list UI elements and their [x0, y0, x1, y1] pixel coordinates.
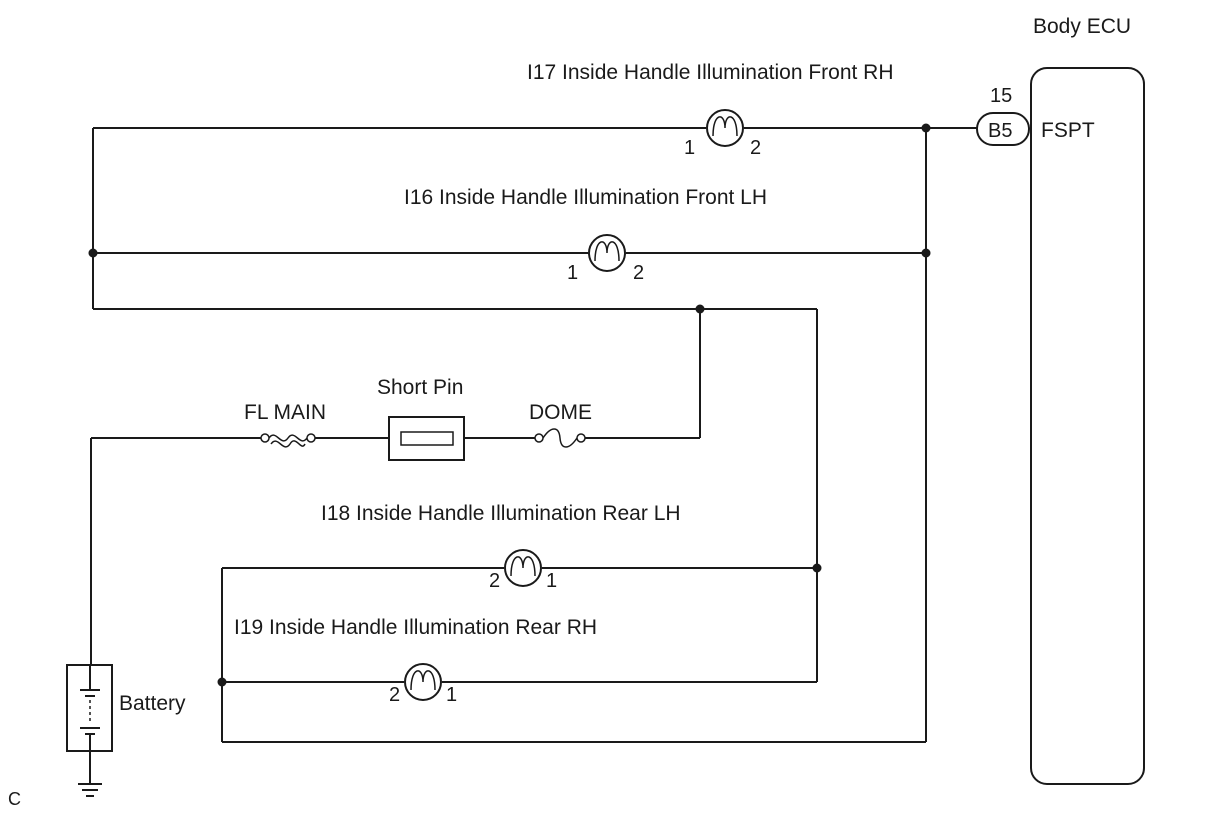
lamp-i17-label: I17 Inside Handle Illumination Front RH: [527, 61, 894, 84]
fuse-icon: [542, 428, 578, 448]
fuse-dome-label: DOME: [529, 401, 592, 424]
lamp-i17: I17 Inside Handle Illumination Front RH …: [527, 61, 894, 159]
ecu-terminal-label: FSPT: [1041, 119, 1095, 142]
lamp-i19-pin-right: 1: [446, 684, 457, 706]
corner-mark: C: [8, 789, 21, 809]
ecu-pin-number: 15: [990, 85, 1012, 107]
lamp-i16-pin-left: 1: [567, 262, 578, 284]
short-pin-label: Short Pin: [377, 376, 463, 399]
lamp-i16-label: I16 Inside Handle Illumination Front LH: [404, 186, 767, 209]
junction-dot: [217, 677, 227, 687]
lamp-i18-pin-left: 2: [489, 570, 500, 592]
fuse-fl-main-label: FL MAIN: [244, 401, 326, 424]
junction-dot: [88, 248, 98, 258]
junction-dot: [921, 123, 931, 133]
lamp-i17-pin-left: 1: [684, 137, 695, 159]
wires: [90, 127, 977, 743]
lamp-i19-label: I19 Inside Handle Illumination Rear RH: [234, 616, 597, 639]
lamp-i16: I16 Inside Handle Illumination Front LH …: [404, 186, 767, 284]
bulb-icon: [404, 663, 442, 701]
lamp-i18: I18 Inside Handle Illumination Rear LH 2…: [321, 502, 681, 592]
junctions: [88, 123, 931, 687]
lamp-i19: I19 Inside Handle Illumination Rear RH 2…: [234, 616, 597, 706]
fusible-link-icon: [268, 434, 308, 442]
fuse-terminal-icon: [576, 433, 586, 443]
junction-dot: [921, 248, 931, 258]
bulb-icon: [588, 234, 626, 272]
lamp-i17-pin-right: 2: [750, 137, 761, 159]
short-pin-element: [400, 431, 454, 446]
fuse-terminal-icon: [260, 433, 270, 443]
ground-icon: [78, 751, 102, 797]
body-ecu: Body ECU 15 B5 FSPT: [976, 15, 1145, 785]
bulb-icon: [504, 549, 542, 587]
battery: Battery: [66, 664, 186, 752]
fuse-dome: DOME: [529, 401, 592, 448]
lamp-i18-pin-right: 1: [546, 570, 557, 592]
short-pin-box: [388, 416, 465, 461]
short-pin: Short Pin: [377, 376, 465, 461]
connector-b5-label: B5: [988, 120, 1012, 142]
fuse-terminal-icon: [534, 433, 544, 443]
bulb-icon: [706, 109, 744, 147]
body-ecu-box: [1030, 67, 1145, 785]
lamp-i16-pin-right: 2: [633, 262, 644, 284]
battery-label: Battery: [119, 692, 186, 715]
lamp-i19-pin-left: 2: [389, 684, 400, 706]
lamp-i18-label: I18 Inside Handle Illumination Rear LH: [321, 502, 681, 525]
fuse-fl-main: FL MAIN: [244, 401, 326, 448]
body-ecu-label: Body ECU: [1033, 15, 1131, 38]
junction-dot: [812, 563, 822, 573]
junction-dot: [695, 304, 705, 314]
fuse-terminal-icon: [306, 433, 316, 443]
